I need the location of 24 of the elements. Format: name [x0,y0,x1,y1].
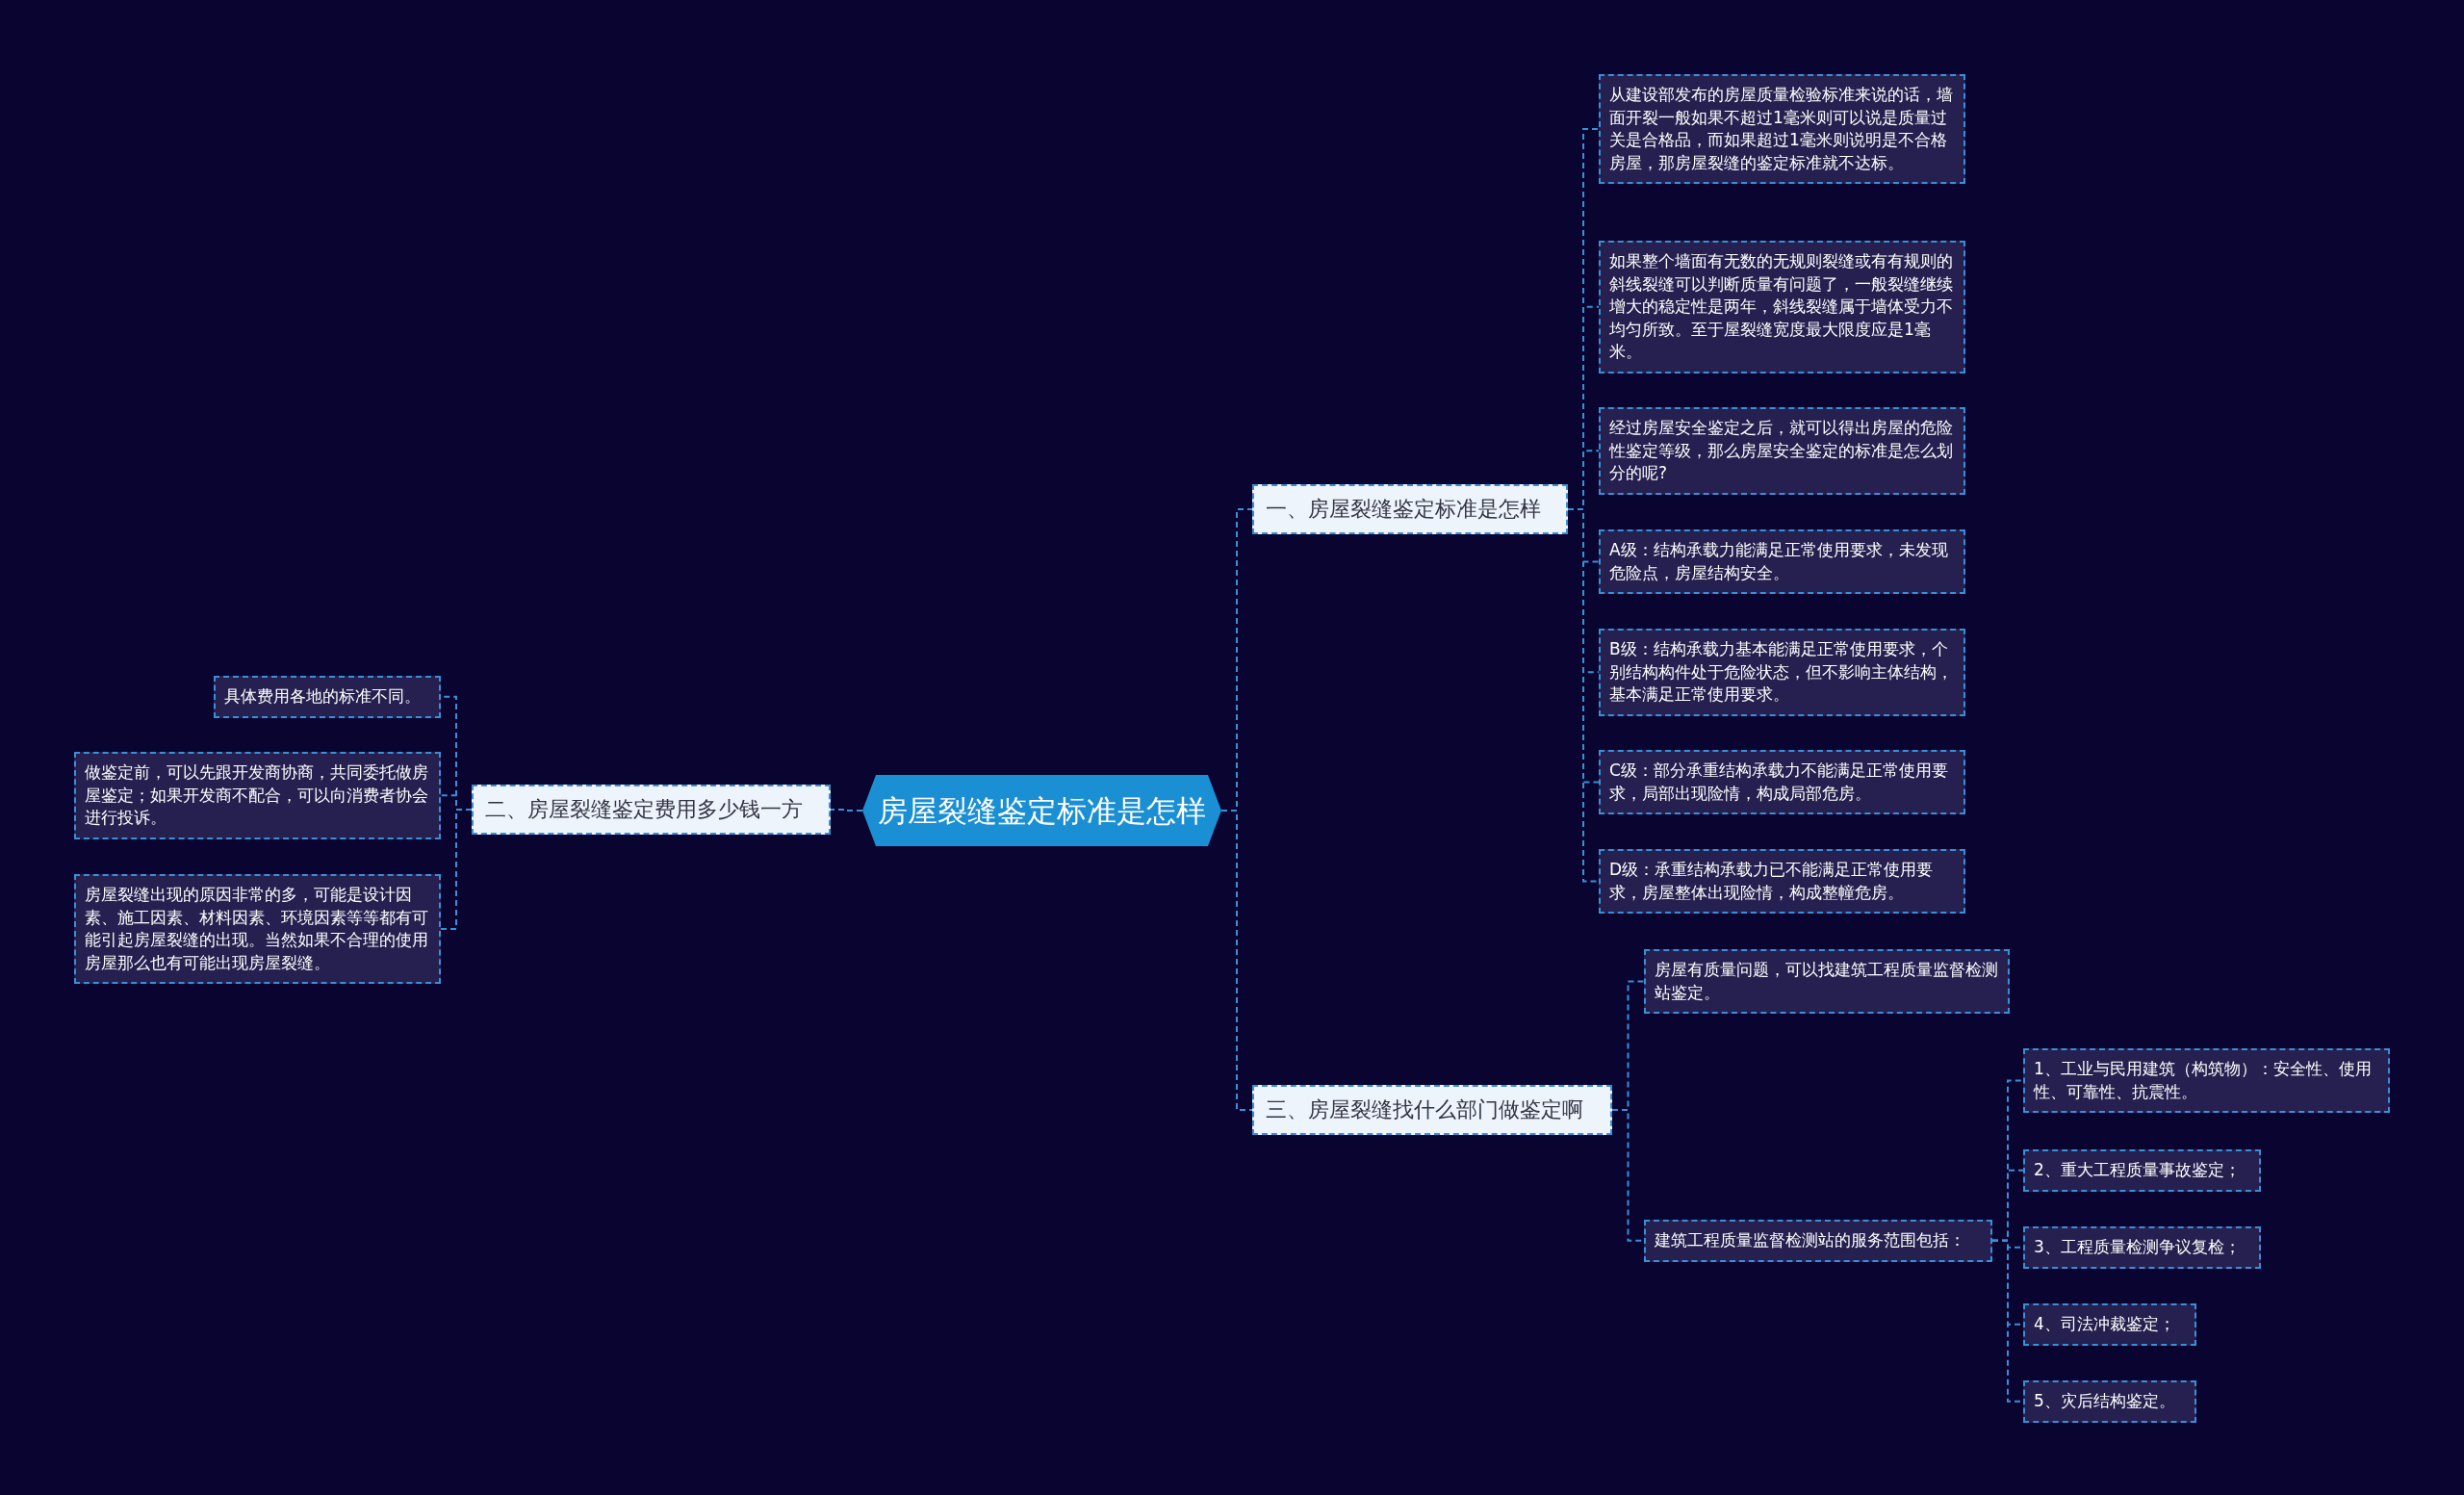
note-box: 经过房屋安全鉴定之后，就可以得出房屋的危险性鉴定等级，那么房屋安全鉴定的标准是怎么划分的呢? [1599,407,1965,495]
connector-line [830,809,863,812]
note-box: 房屋有质量问题，可以找建筑工程质量监督检测站鉴定。 [1644,949,2010,1014]
note-box: B级：结构承载力基本能满足正常使用要求，个别结构构件处于危险状态，但不影响主体结构，基本满足正常使用要求。 [1599,629,1965,716]
note-box: 从建设部发布的房屋质量检验标准来说的话，墙面开裂一般如果不超过1毫米则可以说是质量过关是合格品，而如果超过1毫米则说明是不合格房屋，那房屋裂缝的鉴定标准就不达标。 [1599,74,1965,184]
topic-box: 二、房屋裂缝鉴定费用多少钱一方 [472,785,831,835]
note-box: 如果整个墙面有无数的无规则裂缝或有有规则的斜线裂缝可以判断质量有问题了，一般裂缝继续增大的稳定性是两年，斜线裂缝属于墙体受力不均匀所致。至于屋裂缝宽度最大限度应是1毫米。 [1599,241,1965,374]
connector-line [440,809,473,930]
note-box: 建筑工程质量监督检测站的服务范围包括： [1644,1220,1992,1262]
connector-line [1220,810,1253,1111]
note-box: A级：结构承载力能满足正常使用要求，未发现危险点，房屋结构安全。 [1599,529,1965,594]
note-box: 3、工程质量检测争议复检； [2023,1226,2261,1269]
note-box: 2、重大工程质量事故鉴定； [2023,1149,2261,1192]
note-box: 5、灾后结构鉴定。 [2023,1380,2196,1423]
topic-box: 一、房屋裂缝鉴定标准是怎样 [1252,484,1568,534]
note-box: C级：部分承重结构承载力不能满足正常使用要求，局部出现险情，构成局部危房。 [1599,750,1965,814]
note-box: 4、司法冲裁鉴定； [2023,1303,2196,1346]
note-box: D级：承重结构承载力已不能满足正常使用要求，房屋整体出现险情，构成整幢危房。 [1599,849,1965,914]
topic-box: 三、房屋裂缝找什么部门做鉴定啊 [1252,1085,1612,1135]
note-box: 房屋裂缝出现的原因非常的多，可能是设计因素、施工因素、材料因素、环境因素等等都有可能引起房屋裂缝的出现。当然如果不合理的使用房屋那么也有可能出现房屋裂缝。 [74,874,441,984]
note-box: 做鉴定前，可以先跟开发商协商，共同委托做房屋鉴定；如果开发商不配合，可以向消费者协会进行投诉。 [74,752,441,839]
central-topic-hexagon: 房屋裂缝鉴定标准是怎样 [862,775,1221,846]
note-box: 具体费用各地的标准不同。 [214,676,441,718]
note-box: 1、工业与民用建筑（构筑物）：安全性、使用性、可靠性、抗震性。 [2023,1048,2390,1113]
